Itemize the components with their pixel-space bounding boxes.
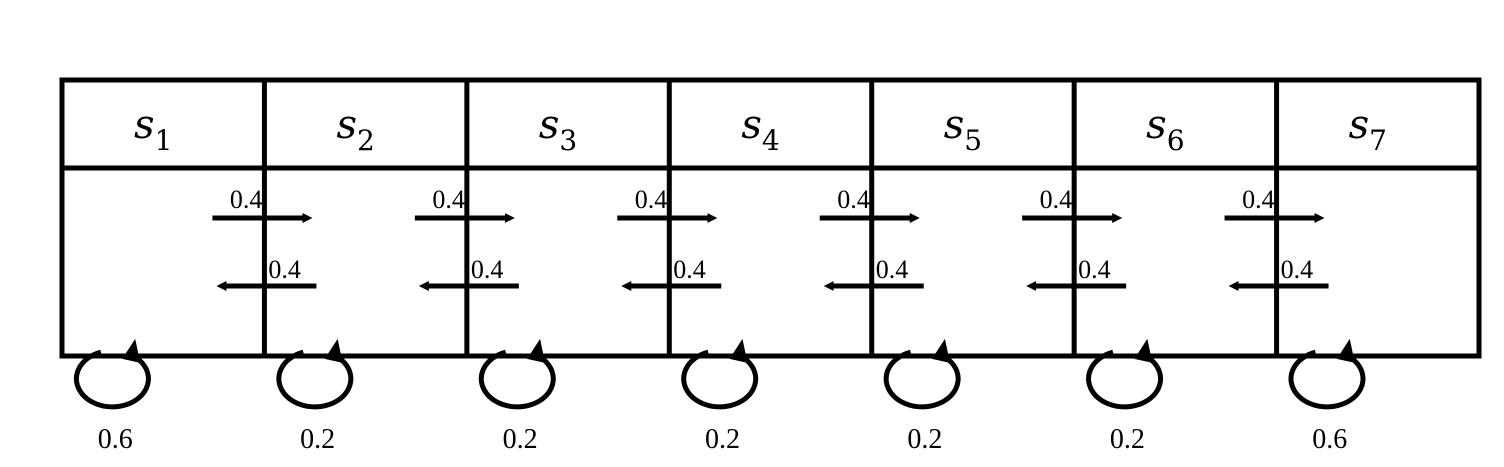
self-loop-arc bbox=[1086, 349, 1164, 410]
state-label: s5 bbox=[944, 102, 982, 157]
state-label-subscript: 5 bbox=[964, 124, 982, 157]
left-transition-prob: 0.4 bbox=[471, 255, 504, 284]
self-loop-arrowhead bbox=[122, 338, 141, 363]
state-label-subscript: 4 bbox=[762, 124, 780, 157]
self-loop-prob: 0.2 bbox=[1110, 424, 1145, 455]
left-transition-prob: 0.4 bbox=[1281, 255, 1314, 284]
transition-arrows: 0.4 0.4 0.4 0.4 0.4 0.4 0.4 0.4 0.4 0.4 0.4 0.4 bbox=[212, 185, 1329, 291]
self-loops: 0.6 0.2 0.2 0.2 0.2 0.2 0.6 bbox=[73, 338, 1366, 455]
state-label-base: s bbox=[1349, 102, 1370, 148]
self-loop-prob: 0.2 bbox=[300, 424, 335, 455]
self-loop-arc bbox=[276, 349, 354, 410]
left-transition-prob: 0.4 bbox=[673, 255, 706, 284]
state-label-subscript: 3 bbox=[559, 124, 577, 157]
self-loop-arrowhead bbox=[729, 338, 748, 363]
self-loop-arrowhead bbox=[1336, 338, 1355, 363]
right-transition-prob: 0.4 bbox=[1040, 185, 1073, 214]
state-label-base: s bbox=[134, 102, 155, 148]
self-loop-prob: 0.2 bbox=[907, 424, 942, 455]
state-label-subscript: 2 bbox=[357, 124, 375, 157]
state-label-subscript: 6 bbox=[1167, 124, 1185, 157]
right-transition-prob: 0.4 bbox=[230, 185, 263, 214]
self-loop-prob: 0.2 bbox=[705, 424, 740, 455]
state-label: s3 bbox=[539, 102, 577, 157]
right-transition-prob: 0.4 bbox=[432, 185, 465, 214]
left-transition-prob: 0.4 bbox=[268, 255, 301, 284]
self-loop-arc bbox=[73, 349, 151, 410]
state-label-subscript: 7 bbox=[1369, 124, 1387, 157]
right-transition-prob: 0.4 bbox=[1242, 185, 1275, 214]
state-label-base: s bbox=[539, 102, 560, 148]
left-transition-prob: 0.4 bbox=[1078, 255, 1111, 284]
state-label: s2 bbox=[336, 102, 374, 157]
right-transition-prob: 0.4 bbox=[837, 185, 870, 214]
state-label-subscript: 1 bbox=[155, 124, 173, 157]
state-label: s1 bbox=[134, 102, 172, 157]
state-label-base: s bbox=[944, 102, 965, 148]
self-loop-prob: 0.6 bbox=[98, 424, 133, 455]
self-loop-prob: 0.6 bbox=[1312, 424, 1347, 455]
right-transition-prob: 0.4 bbox=[635, 185, 668, 214]
self-loop-arc bbox=[478, 349, 556, 410]
self-loop-arc bbox=[681, 349, 759, 410]
self-loop-arc bbox=[1288, 349, 1366, 410]
grid-border bbox=[59, 77, 1482, 359]
state-label-base: s bbox=[336, 102, 357, 148]
self-loop-prob: 0.2 bbox=[503, 424, 538, 455]
self-loop-arrowhead bbox=[1134, 338, 1153, 363]
self-loop-arrowhead bbox=[931, 338, 950, 363]
state-label-base: s bbox=[1146, 102, 1167, 148]
state-label: s6 bbox=[1146, 102, 1184, 157]
state-label: s7 bbox=[1349, 102, 1387, 157]
state-label: s4 bbox=[741, 102, 779, 157]
state-label-base: s bbox=[741, 102, 762, 148]
left-transition-prob: 0.4 bbox=[876, 255, 909, 284]
self-loop-arc bbox=[883, 349, 961, 410]
self-loop-arrowhead bbox=[324, 338, 343, 363]
self-loop-arrowhead bbox=[527, 338, 546, 363]
